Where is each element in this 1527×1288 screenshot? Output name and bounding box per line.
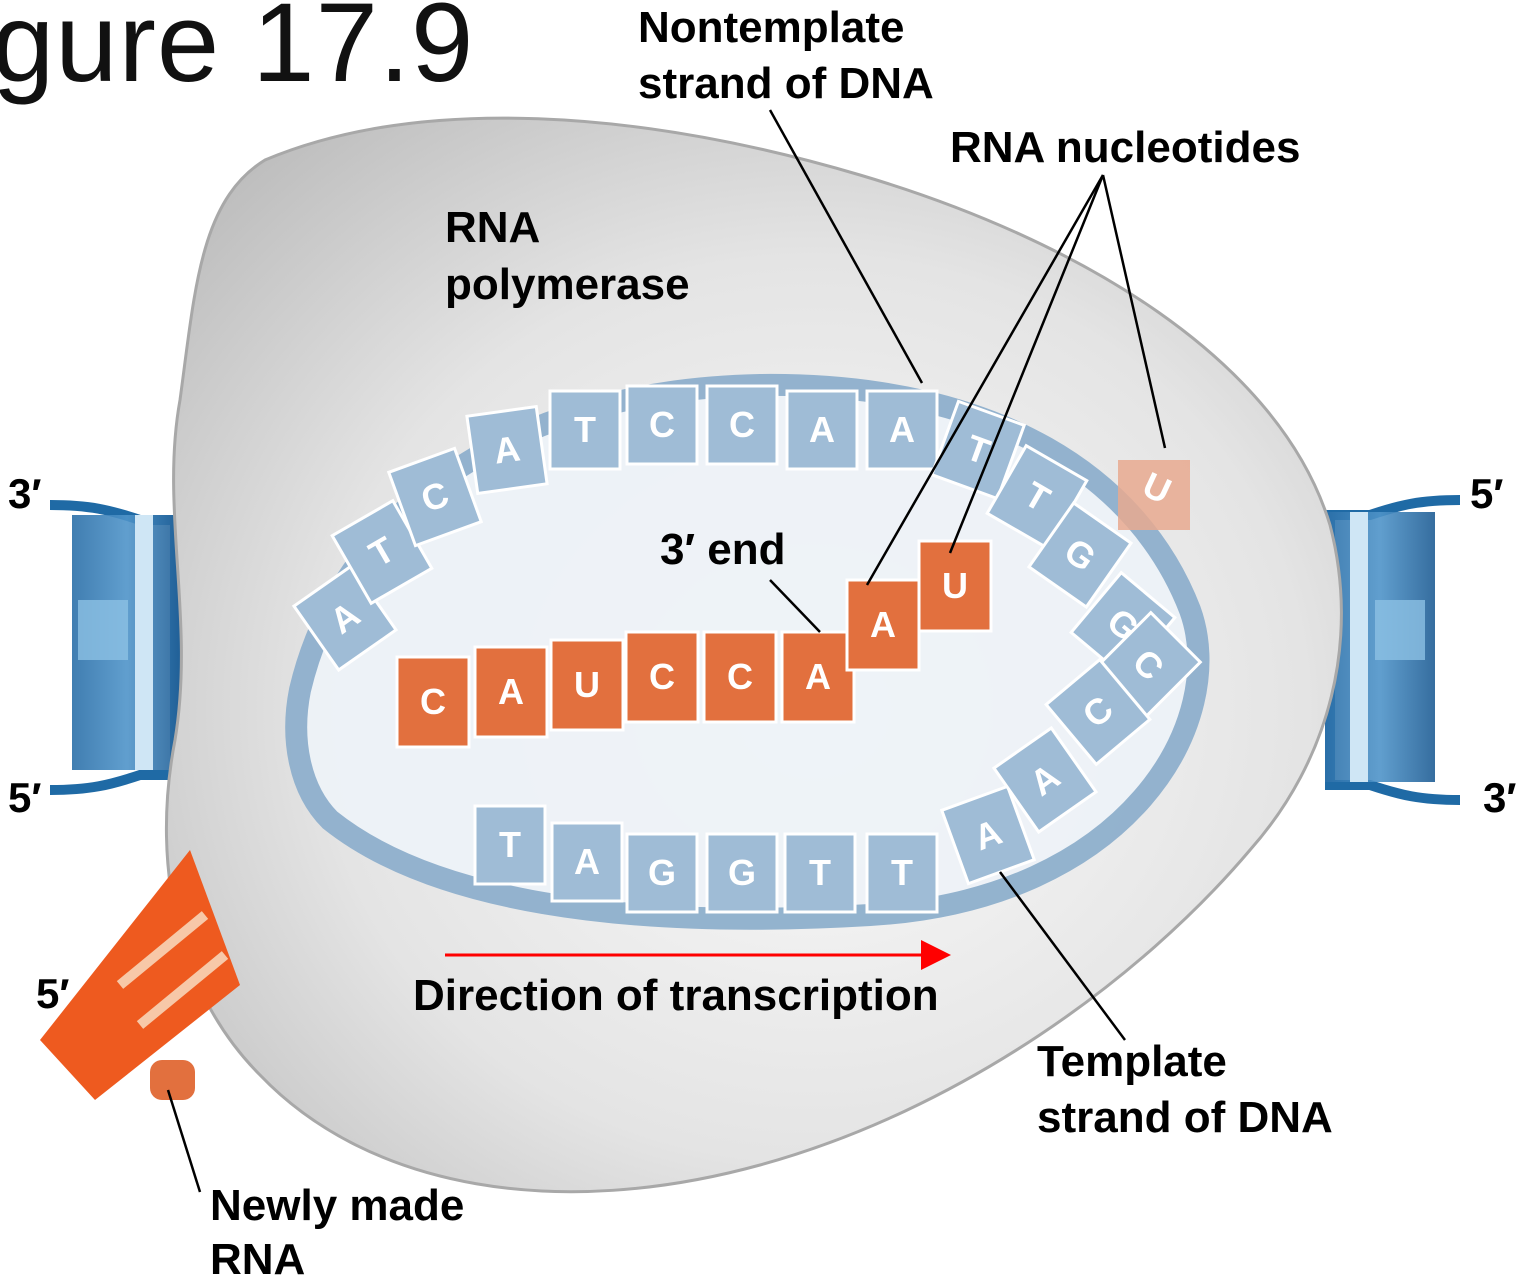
rna-base: A (475, 647, 547, 737)
left-dna-duplex (50, 505, 182, 790)
rna-base: C (626, 632, 698, 722)
left-bottom-end-label: 5′ (8, 774, 41, 822)
template-label-line2: strand of DNA (1037, 1090, 1333, 1146)
svg-text:T: T (809, 852, 831, 893)
rna-polymerase-label-line2: polymerase (445, 257, 690, 313)
svg-text:U: U (942, 565, 968, 606)
template-base: T (475, 806, 545, 884)
newly-made-rna-label-line1: Newly made (210, 1178, 464, 1234)
svg-text:C: C (729, 404, 755, 445)
rna-base: A (782, 632, 854, 722)
rna-polymerase-label-line1: RNA (445, 200, 540, 256)
rna-base: C (397, 657, 469, 747)
rna-base: C (704, 632, 776, 722)
nontemplate-base: C (627, 386, 697, 464)
svg-text:T: T (499, 824, 521, 865)
rna-nucleotides-label: RNA nucleotides (950, 120, 1300, 176)
svg-text:A: A (574, 841, 600, 882)
template-base: T (785, 834, 855, 912)
template-base: G (707, 834, 777, 912)
svg-text:A: A (805, 656, 831, 697)
svg-text:A: A (889, 409, 915, 450)
template-base: A (552, 823, 622, 901)
rna-base: U (551, 640, 623, 730)
rna-base: U (919, 541, 991, 631)
svg-text:G: G (648, 852, 676, 893)
rna-base: A (847, 580, 919, 670)
template-label-line1: Template (1037, 1034, 1227, 1090)
right-bottom-end-label: 3′ (1483, 774, 1516, 822)
nontemplate-label-line1: Nontemplate (638, 0, 904, 56)
figure-title: gure 17.9 (0, 0, 474, 107)
template-base: G (627, 834, 697, 912)
left-top-end-label: 3′ (8, 470, 41, 518)
svg-text:A: A (498, 671, 524, 712)
nontemplate-base: T (550, 391, 620, 469)
svg-text:T: T (891, 852, 913, 893)
nontemplate-base: C (707, 386, 777, 464)
nontemplate-label-line2: strand of DNA (638, 56, 934, 112)
right-dna-duplex (1325, 500, 1460, 800)
direction-label: Direction of transcription (413, 968, 939, 1024)
nontemplate-base: A (467, 407, 547, 494)
nontemplate-base: A (787, 391, 857, 469)
svg-text:A: A (809, 409, 835, 450)
svg-text:T: T (574, 409, 596, 450)
svg-text:C: C (649, 404, 675, 445)
free-rna-nucleotide: U (1118, 460, 1190, 530)
svg-text:C: C (727, 656, 753, 697)
svg-text:C: C (649, 656, 675, 697)
svg-text:U: U (574, 664, 600, 705)
svg-text:A: A (870, 604, 896, 645)
newly-made-rna-label-line2: RNA (210, 1232, 305, 1288)
template-base: T (867, 834, 937, 912)
three-prime-end-label: 3′ end (660, 522, 785, 578)
nontemplate-base: A (867, 391, 937, 469)
svg-text:G: G (728, 852, 756, 893)
right-top-end-label: 5′ (1470, 470, 1503, 518)
svg-text:C: C (420, 681, 446, 722)
rna-five-prime-label: 5′ (36, 970, 69, 1018)
